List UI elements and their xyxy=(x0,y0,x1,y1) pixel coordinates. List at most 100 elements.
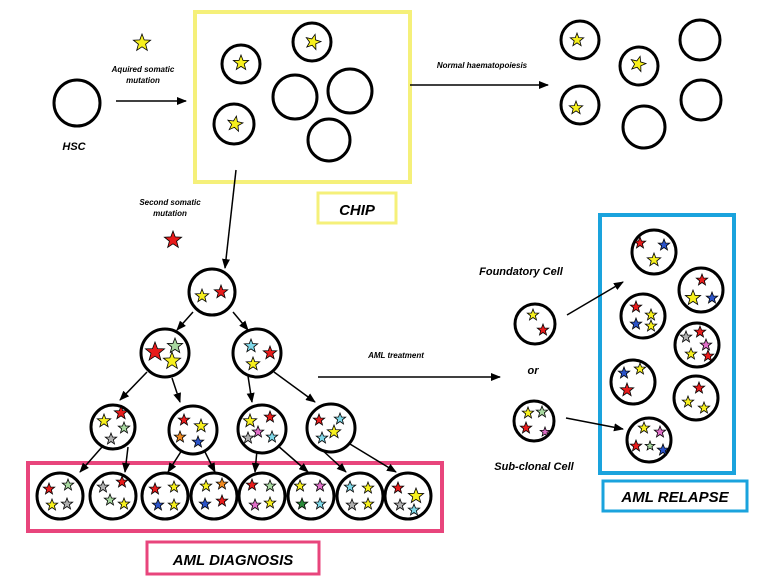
star-mutation-icon xyxy=(232,53,250,71)
hsc-label: HSC xyxy=(62,141,86,153)
star-mutation-icon xyxy=(313,478,327,492)
star-mutation-icon xyxy=(519,420,533,434)
star-mutation-icon xyxy=(407,486,425,504)
aml-relapse-label: AML RELAPSE xyxy=(620,489,729,506)
subclonal-cell-label: Sub-clonal Cell xyxy=(494,461,574,473)
cell-icon xyxy=(306,117,352,163)
star-mutation-icon xyxy=(42,481,56,495)
star-mutation-icon xyxy=(569,31,585,47)
star-mutation-icon xyxy=(148,481,162,495)
chip-label: CHIP xyxy=(339,202,376,219)
mutation-stars xyxy=(42,31,719,516)
star-mutation-icon xyxy=(167,497,181,511)
star-mutation-icon xyxy=(241,430,255,444)
star-mutation-icon xyxy=(526,307,540,321)
aml-treatment-label: AML treatment xyxy=(367,351,424,360)
cell-icon xyxy=(673,321,721,369)
star-mutation-icon xyxy=(629,438,643,452)
star-mutation-icon xyxy=(539,425,551,437)
star-mutation-icon xyxy=(96,479,110,493)
star-mutation-icon xyxy=(629,299,643,313)
cell-icon xyxy=(335,471,385,521)
arrow-icon xyxy=(122,446,131,473)
star-mutation-icon xyxy=(215,493,229,507)
star-mutation-icon xyxy=(326,423,342,439)
star-mutation-icon xyxy=(115,474,129,488)
star-mutation-icon xyxy=(295,496,309,510)
star-mutation-icon xyxy=(391,480,405,494)
star-mutation-icon xyxy=(644,439,656,451)
star-mutation-icon xyxy=(226,114,245,133)
star-mutation-icon xyxy=(644,307,658,321)
cell-icon xyxy=(189,471,239,521)
cell-icon xyxy=(625,416,673,464)
cell-icon xyxy=(305,402,357,454)
star-mutation-icon xyxy=(193,417,209,433)
second-mutation-label: Second somatic xyxy=(139,198,201,207)
star-mutation-icon xyxy=(701,348,715,362)
star-mutation-icon xyxy=(644,318,658,332)
arrow-icon xyxy=(79,446,103,473)
arrow-icon xyxy=(119,371,148,401)
star-mutation-icon xyxy=(693,324,707,338)
star-mutation-icon xyxy=(61,477,75,491)
second-mutation-label-2: mutation xyxy=(153,209,187,218)
star-mutation-icon xyxy=(213,283,229,299)
star-mutation-icon xyxy=(637,420,651,434)
star-mutation-icon xyxy=(117,420,131,434)
arrow-icon xyxy=(566,281,624,316)
cell-icon xyxy=(237,471,287,521)
cell-icon xyxy=(35,471,85,521)
cell-icon xyxy=(286,471,336,521)
star-mutation-icon xyxy=(191,434,205,448)
cell-icon xyxy=(140,471,190,521)
cell-icon xyxy=(88,471,138,521)
star-mutation-icon xyxy=(251,424,265,438)
arrow-icon xyxy=(246,375,255,403)
star-mutation-icon xyxy=(242,412,258,428)
star-mutation-icon xyxy=(263,478,277,492)
star-mutation-icon xyxy=(633,361,647,375)
aml-diagnosis-box xyxy=(26,461,444,533)
star-mutation-icon xyxy=(345,497,359,511)
star-mutation-icon xyxy=(361,480,375,494)
star-mutation-icon xyxy=(96,412,112,428)
cell-icon xyxy=(609,358,657,406)
star-mutation-icon xyxy=(177,412,191,426)
star-mutation-icon xyxy=(305,33,323,51)
cell-icon xyxy=(271,73,319,121)
star-mutation-icon xyxy=(293,478,307,492)
cell-icon xyxy=(513,302,557,346)
star-mutation-icon xyxy=(699,337,713,351)
star-mutation-icon xyxy=(705,290,719,304)
star-mutation-icon xyxy=(313,496,327,510)
star-mutation-icon xyxy=(245,477,259,491)
star-mutation-icon xyxy=(695,272,709,286)
star-mutation-icon xyxy=(333,411,347,425)
star-mutation-icon xyxy=(656,442,670,456)
cell-icon xyxy=(326,67,374,115)
star-mutation-icon xyxy=(407,502,421,516)
cell-icon xyxy=(677,266,725,314)
star-mutation-icon xyxy=(657,237,671,251)
star-mutation-icon xyxy=(132,32,152,52)
cell-icon xyxy=(678,18,722,62)
star-mutation-icon xyxy=(245,355,261,371)
arrows xyxy=(79,81,624,473)
arrow-icon xyxy=(167,449,183,473)
cell-icon xyxy=(672,374,720,422)
aml-relapse-box xyxy=(598,213,736,475)
star-mutation-icon xyxy=(568,99,584,115)
aml-relapse-label-box xyxy=(601,479,749,513)
star-mutation-icon xyxy=(393,497,407,511)
star-mutation-icon xyxy=(315,430,329,444)
cell-icon xyxy=(167,404,219,456)
cell-icon xyxy=(236,403,288,455)
cell-icon xyxy=(559,84,601,126)
chip-label-box xyxy=(316,191,398,225)
star-mutation-icon xyxy=(619,381,635,397)
star-mutation-icon xyxy=(117,496,131,510)
star-mutation-icon xyxy=(646,251,662,267)
acquired-mutation-label-2: mutation xyxy=(126,76,160,85)
